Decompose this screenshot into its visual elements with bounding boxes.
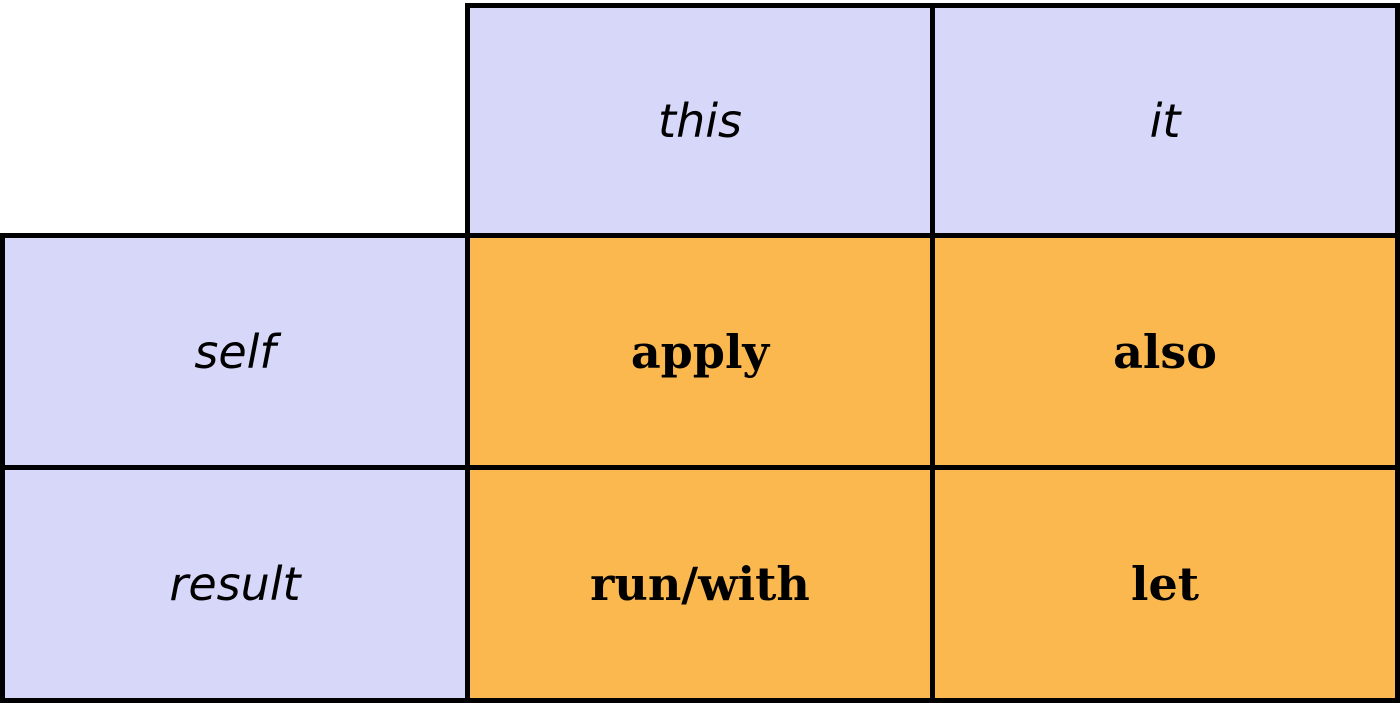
cell-let: let	[930, 465, 1400, 703]
row-header-result-label: result	[169, 557, 301, 611]
column-header-this-label: this	[658, 93, 742, 148]
cell-run-with-label: run/with	[590, 557, 810, 611]
row-header-self: self	[0, 233, 470, 470]
cell-let-label: let	[1131, 557, 1199, 611]
column-header-it-label: it	[1149, 93, 1181, 148]
column-header-this: this	[465, 3, 935, 238]
row-header-result: result	[0, 465, 470, 703]
row-header-self-label: self	[194, 324, 276, 379]
cell-apply-label: apply	[630, 324, 770, 379]
cell-apply: apply	[465, 233, 935, 470]
cell-run-with: run/with	[465, 465, 935, 703]
cell-also: also	[930, 233, 1400, 470]
column-header-it: it	[930, 3, 1400, 238]
cell-also-label: also	[1113, 324, 1217, 379]
